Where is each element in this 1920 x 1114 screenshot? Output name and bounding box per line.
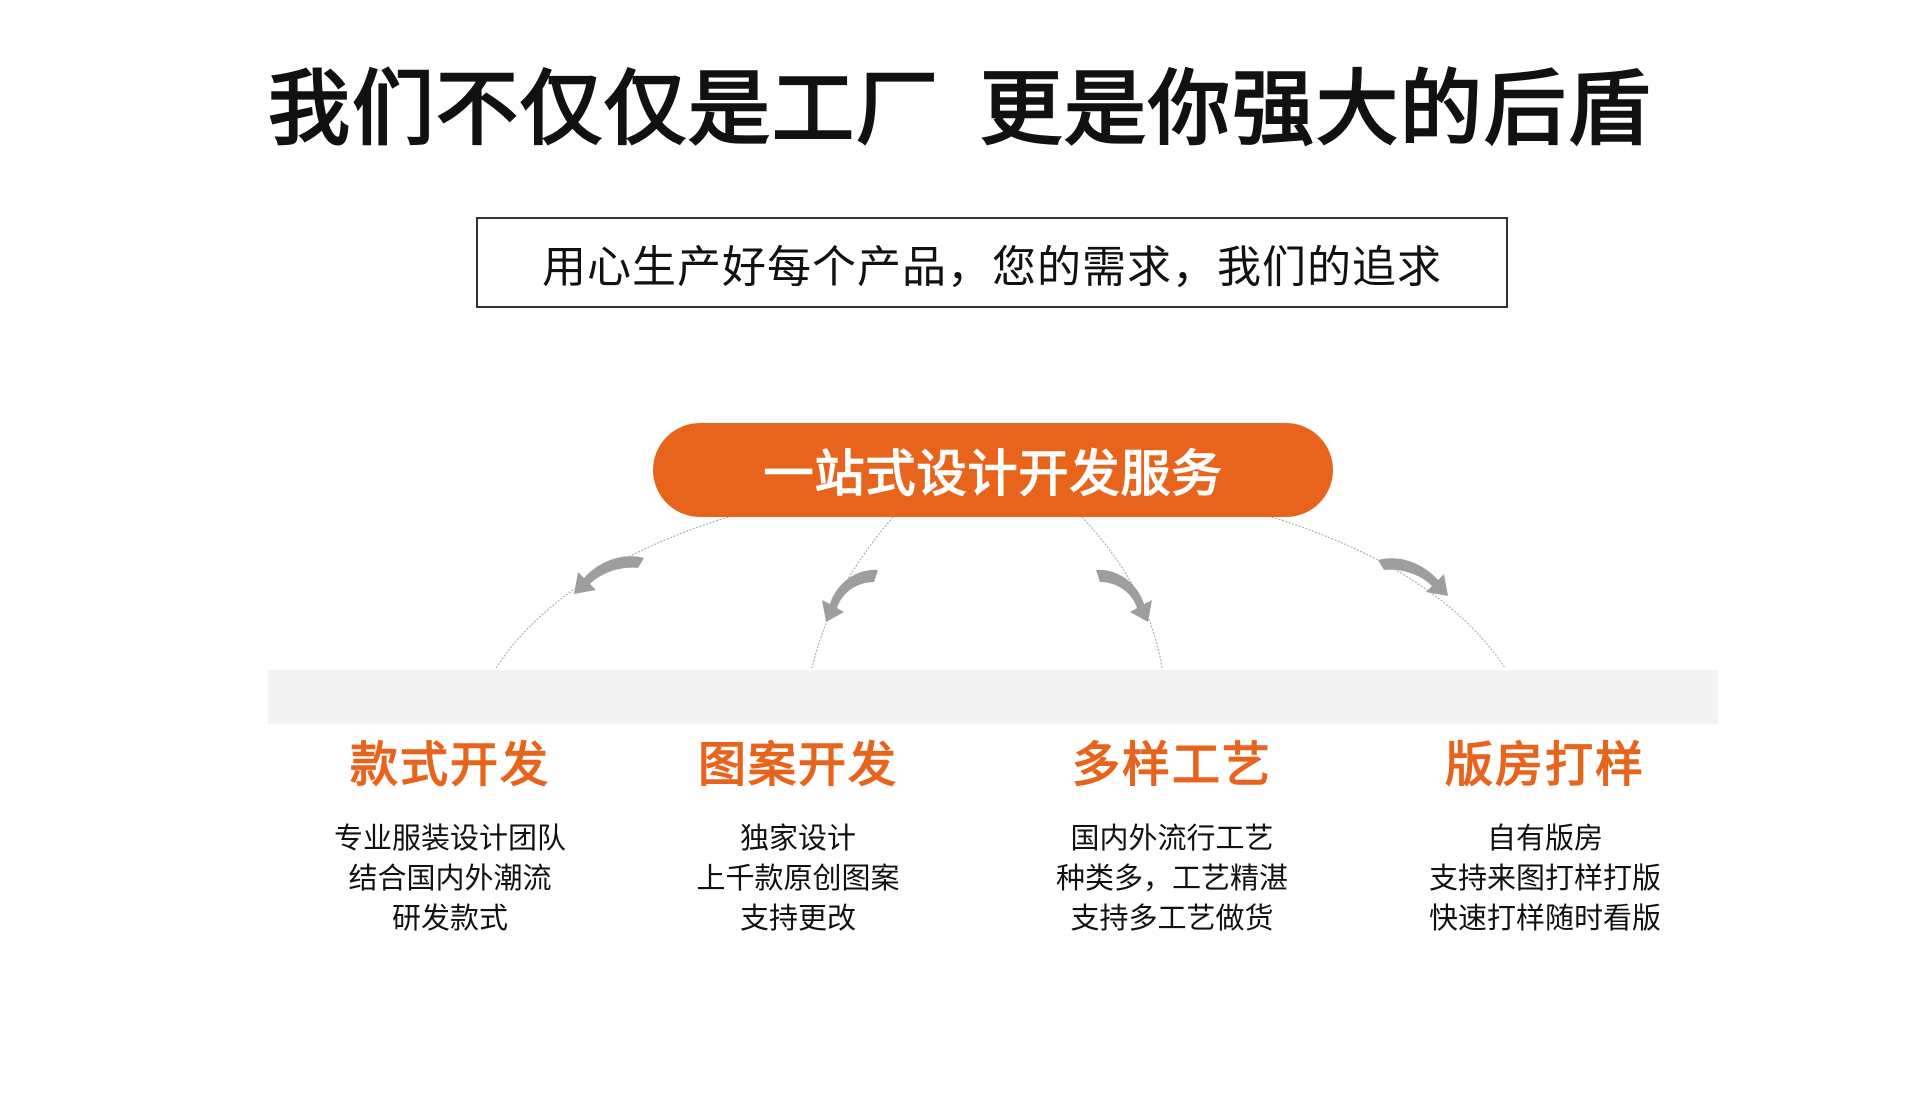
column-lines: 国内外流行工艺 种类多，工艺精湛 支持多工艺做货 <box>992 818 1352 938</box>
column-sample-room: 版房打样 自有版房 支持来图打样打版 快速打样随时看版 <box>1365 730 1725 938</box>
column-line: 支持更改 <box>739 901 856 935</box>
connector-line-3 <box>1081 516 1163 669</box>
column-line: 支持来图打样打版 <box>1428 861 1661 895</box>
column-pattern-development: 图案开发 独家设计 上千款原创图案 支持更改 <box>618 730 978 938</box>
column-line: 独家设计 <box>739 821 856 855</box>
column-line: 研发款式 <box>391 901 508 935</box>
column-line: 快速打样随时看版 <box>1428 901 1661 935</box>
column-lines: 专业服装设计团队 结合国内外潮流 研发款式 <box>270 818 630 938</box>
column-line: 上千款原创图案 <box>696 861 900 895</box>
connector-line-1 <box>495 516 729 669</box>
page-title: 我们不仅仅是工厂更是你强大的后盾 <box>0 42 1920 161</box>
column-lines: 自有版房 支持来图打样打版 快速打样随时看版 <box>1365 818 1725 938</box>
subtitle-text: 用心生产好每个产品，您的需求，我们的追求 <box>542 241 1442 293</box>
connector-line-2 <box>811 516 894 669</box>
column-line: 支持多工艺做货 <box>1070 901 1274 935</box>
connector-line-4 <box>1271 516 1506 669</box>
column-line: 自有版房 <box>1486 821 1603 855</box>
curved-arrow-icon <box>1378 558 1448 596</box>
column-title: 图案开发 <box>697 737 898 793</box>
column-title: 版房打样 <box>1444 737 1645 793</box>
service-pill: 一站式设计开发服务 <box>653 423 1333 517</box>
column-title: 款式开发 <box>349 737 550 793</box>
curved-arrow-icon <box>574 556 644 594</box>
service-label: 一站式设计开发服务 <box>763 445 1223 503</box>
column-line: 种类多，工艺精湛 <box>1055 861 1288 895</box>
grey-band <box>268 670 1718 724</box>
column-style-development: 款式开发 专业服装设计团队 结合国内外潮流 研发款式 <box>270 730 630 938</box>
subtitle-box: 用心生产好每个产品，您的需求，我们的追求 <box>476 217 1508 308</box>
column-title: 多样工艺 <box>1071 737 1272 793</box>
column-line: 结合国内外潮流 <box>348 861 552 895</box>
curved-arrow-icon <box>1096 569 1152 622</box>
curved-arrow-icon <box>822 569 878 622</box>
title-part-2: 更是你强大的后盾 <box>980 62 1653 157</box>
column-line: 国内外流行工艺 <box>1070 821 1274 855</box>
title-part-1: 我们不仅仅是工厂 <box>267 62 940 157</box>
column-line: 专业服装设计团队 <box>333 821 566 855</box>
column-lines: 独家设计 上千款原创图案 支持更改 <box>618 818 978 938</box>
column-various-crafts: 多样工艺 国内外流行工艺 种类多，工艺精湛 支持多工艺做货 <box>992 730 1352 938</box>
